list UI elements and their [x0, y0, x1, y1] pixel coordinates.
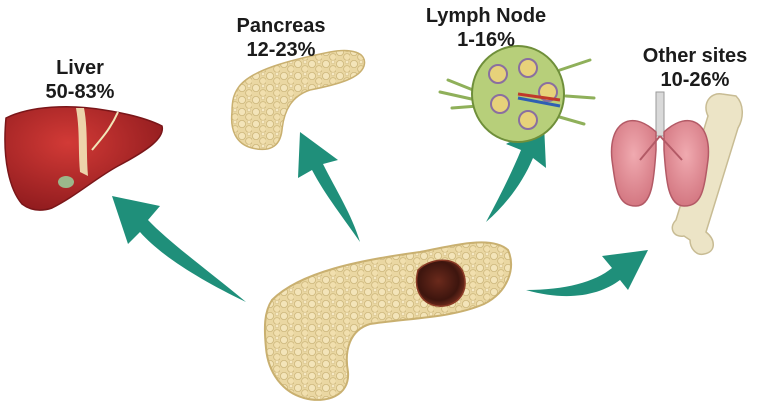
- arrow-to-lymph-node: [486, 124, 546, 222]
- arrow-to-liver: [112, 196, 246, 302]
- site-percent: 12-23%: [246, 39, 316, 61]
- label-other-sites: Other sites 10-26%: [643, 44, 747, 92]
- site-name: Liver: [56, 57, 104, 79]
- liver-icon: [4, 105, 164, 211]
- arrow-to-other-sites: [526, 250, 648, 297]
- site-name: Lymph Node: [425, 5, 547, 27]
- site-name: Other sites: [642, 45, 748, 67]
- arrow-to-pancreas: [298, 132, 360, 242]
- site-percent: 10-26%: [660, 69, 730, 91]
- label-liver: Liver 50-83%: [46, 56, 115, 104]
- lungs-and-bone-icon: [610, 91, 743, 256]
- site-percent: 50-83%: [45, 81, 115, 103]
- label-pancreas: Pancreas 12-23%: [237, 14, 326, 62]
- pancreas-icon: [230, 49, 366, 151]
- lymph-node-icon: [438, 45, 596, 143]
- site-percent: 1-16%: [457, 29, 515, 51]
- primary-pancreas-with-tumor-icon: [263, 241, 512, 401]
- label-lymph-node: Lymph Node 1-16%: [426, 4, 546, 52]
- site-name: Pancreas: [236, 15, 326, 37]
